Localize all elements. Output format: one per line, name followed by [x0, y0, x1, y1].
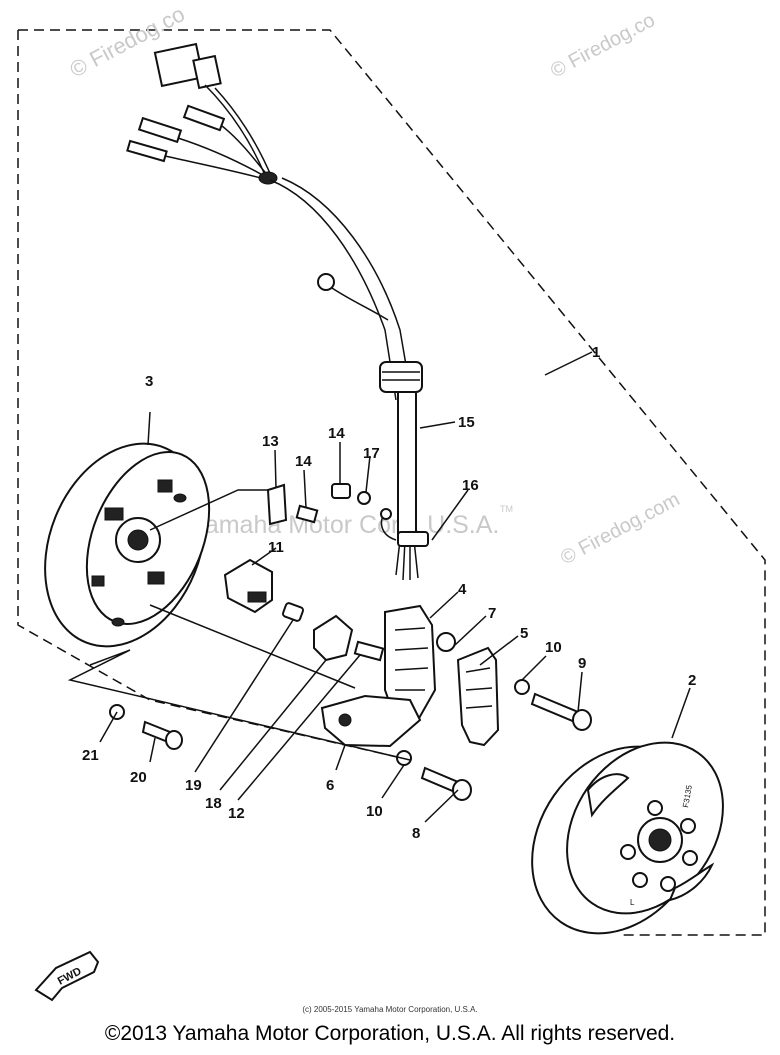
parts-diagram: © Firedog.co © Firedog.co © Firedog.com … [17, 1, 766, 1002]
fwd-arrow-icon [34, 950, 100, 1002]
watermark-tm: TM [500, 504, 513, 514]
rotor-arrow-mark: L [630, 898, 635, 907]
bolt-9 [530, 692, 592, 731]
callout-1: 1 [592, 344, 600, 361]
harness-connector-block-side [192, 54, 222, 90]
harness-grommet [379, 361, 423, 393]
callout-15: 15 [458, 414, 475, 431]
watermark-firedog-2: © Firedog.co [547, 9, 659, 82]
callout-10a: 10 [545, 639, 562, 656]
harness-sleeve [397, 391, 417, 543]
screw-14b [331, 483, 351, 499]
callout-14a: 14 [295, 453, 312, 470]
leader-lines [67, 351, 691, 823]
callout-labels: 1 2 3 4 5 6 7 8 9 10 10 11 12 13 14 14 1… [82, 344, 696, 842]
screw-20 [141, 720, 183, 750]
callout-10b: 10 [366, 803, 383, 820]
stator-plate [44, 442, 211, 648]
collar-7 [436, 632, 456, 652]
copyright-main: ©2013 Yamaha Motor Corporation, U.S.A. A… [104, 1022, 676, 1045]
charge-coil [456, 646, 500, 747]
pickup-coil [223, 558, 273, 614]
callout-17: 17 [363, 445, 380, 462]
callout-18: 18 [205, 795, 222, 812]
watermark-firedog-3: © Firedog.com [557, 488, 683, 569]
harness-clamp [397, 531, 429, 547]
rotor-code: F3135 [681, 784, 694, 808]
callout-2: 2 [688, 672, 696, 689]
callout-20: 20 [130, 769, 147, 786]
harness-plug-2 [137, 116, 183, 144]
callout-16: 16 [462, 477, 479, 494]
harness-plug-3 [126, 139, 168, 163]
screw-12 [353, 640, 385, 662]
coil-18 [313, 614, 354, 662]
wire-harness [126, 42, 423, 581]
harness-plug-1 [182, 104, 226, 132]
fwd-arrow: FWD [34, 950, 100, 1002]
screw-14a [295, 504, 319, 524]
callout-9: 9 [578, 655, 586, 672]
watermark-yamaha: Yamaha Motor Corp, U.S.A. [190, 511, 499, 539]
callout-8: 8 [412, 825, 420, 842]
collar-19 [281, 602, 305, 622]
source-coil [320, 694, 422, 748]
callout-12: 12 [228, 805, 245, 822]
callout-4: 4 [458, 581, 467, 598]
callout-14b: 14 [328, 425, 345, 442]
copyright-small: (c) 2005-2015 Yamaha Motor Corporation, … [302, 1005, 478, 1014]
bracket [266, 483, 288, 526]
washer-10a [514, 679, 530, 695]
washer-17 [357, 491, 371, 505]
callout-19: 19 [185, 777, 202, 794]
callout-6: 6 [326, 777, 334, 794]
bolt-8 [420, 766, 472, 801]
flywheel-rotor: F3135 L [531, 741, 724, 935]
callout-21: 21 [82, 747, 99, 764]
harness-ring-terminal [317, 273, 335, 291]
callout-13: 13 [262, 433, 279, 450]
callout-7: 7 [488, 605, 496, 622]
callout-11: 11 [268, 539, 284, 556]
lighting-coil [384, 604, 437, 722]
callout-5: 5 [520, 625, 528, 642]
callout-3: 3 [145, 373, 153, 390]
